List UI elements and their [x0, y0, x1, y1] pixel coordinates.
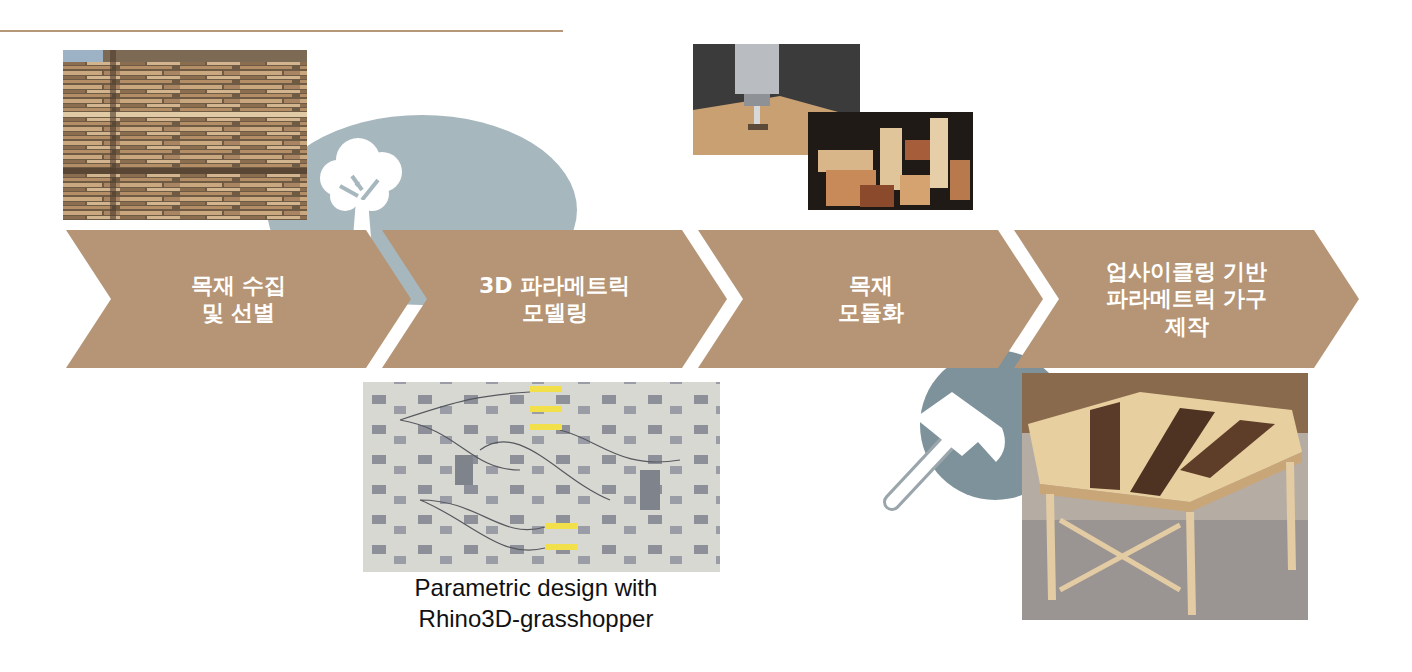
- tree-icon-part: [340, 176, 378, 200]
- table-photo-part: [1022, 520, 1308, 620]
- hammer-icon-part: [892, 440, 950, 502]
- step-label: 업사이클링 기반 파라메트릭 가구 제작: [1099, 258, 1274, 341]
- hammer-icon-part: [892, 440, 950, 502]
- table-photo: [1022, 373, 1308, 620]
- wood-blocks-photo-part: [880, 128, 902, 190]
- grasshopper-screenshot-part: [530, 386, 562, 392]
- cnc-photo-part: [744, 94, 770, 106]
- grasshopper-screenshot-part: [400, 392, 680, 550]
- table-photo-part: [1190, 512, 1192, 615]
- chevron-shape: [66, 230, 411, 368]
- hammer-icon-part: [915, 392, 1005, 462]
- chevron-shape: [698, 230, 1043, 368]
- wood-blocks-photo-part: [900, 175, 930, 205]
- step-label: 목재 모듈화: [831, 272, 911, 327]
- step-label: 목재 수집 및 선별: [179, 272, 299, 327]
- cnc-photo-part: [748, 124, 768, 130]
- grasshopper-screenshot: [363, 382, 720, 572]
- table-photo-part: [1290, 462, 1292, 570]
- wood-blocks-photo-part: [808, 112, 973, 210]
- table-photo-part: [1040, 452, 1302, 512]
- table-photo-part: [1060, 520, 1180, 590]
- wood-pile-photo-part: [63, 50, 307, 220]
- grasshopper-screenshot-part: [363, 382, 720, 572]
- table-photo-part: [1060, 525, 1180, 590]
- chevron-fill: [382, 230, 727, 368]
- table-photo-part: [1180, 420, 1275, 478]
- wood-pile-photo-part: [63, 112, 307, 117]
- table-photo-part: [1022, 373, 1308, 620]
- wood-blocks-photo: [808, 112, 973, 210]
- process-chevron: 목재 수집 및 선별: [66, 230, 411, 368]
- wood-blocks-photo-part: [950, 160, 970, 200]
- cnc-photo-part: [754, 106, 760, 124]
- process-chevron: 3D 파라메트릭 모델링: [382, 230, 727, 368]
- wood-pile-photo-part: [110, 50, 116, 220]
- wood-pile-photo-part: [63, 62, 307, 220]
- wood-pile-photo-part: [63, 168, 307, 174]
- step-label: 3D 파라메트릭 모델링: [475, 272, 635, 327]
- table-photo-part: [1028, 392, 1302, 502]
- table-photo-part: [1090, 402, 1120, 490]
- grasshopper-screenshot-part: [455, 455, 473, 485]
- caption-label: Parametric design with Rhino3D-grasshopp…: [371, 572, 701, 634]
- chevron-fill: [1014, 230, 1359, 368]
- wood-blocks-photo-part: [818, 150, 873, 172]
- grasshopper-screenshot-part: [545, 523, 577, 529]
- process-chevron: 목재 모듈화: [698, 230, 1043, 368]
- wood-pile-photo: [63, 50, 307, 220]
- grasshopper-screenshot-part: [640, 470, 660, 510]
- top-rule: [0, 30, 563, 32]
- chevron-fill: [698, 230, 1043, 368]
- hammer-icon: [892, 392, 1005, 502]
- wood-blocks-photo-part: [860, 185, 894, 207]
- cnc-photo-part: [735, 44, 779, 94]
- process-chevron: 업사이클링 기반 파라메트릭 가구 제작: [1014, 230, 1359, 368]
- grasshopper-screenshot-part: [545, 544, 577, 550]
- wood-blocks-photo-part: [930, 118, 948, 188]
- grasshopper-screenshot-part: [530, 424, 562, 430]
- grasshopper-screenshot-part: [530, 406, 562, 412]
- chevron-shape: [382, 230, 727, 368]
- chevron-fill: [66, 230, 411, 368]
- table-photo-part: [1050, 494, 1052, 600]
